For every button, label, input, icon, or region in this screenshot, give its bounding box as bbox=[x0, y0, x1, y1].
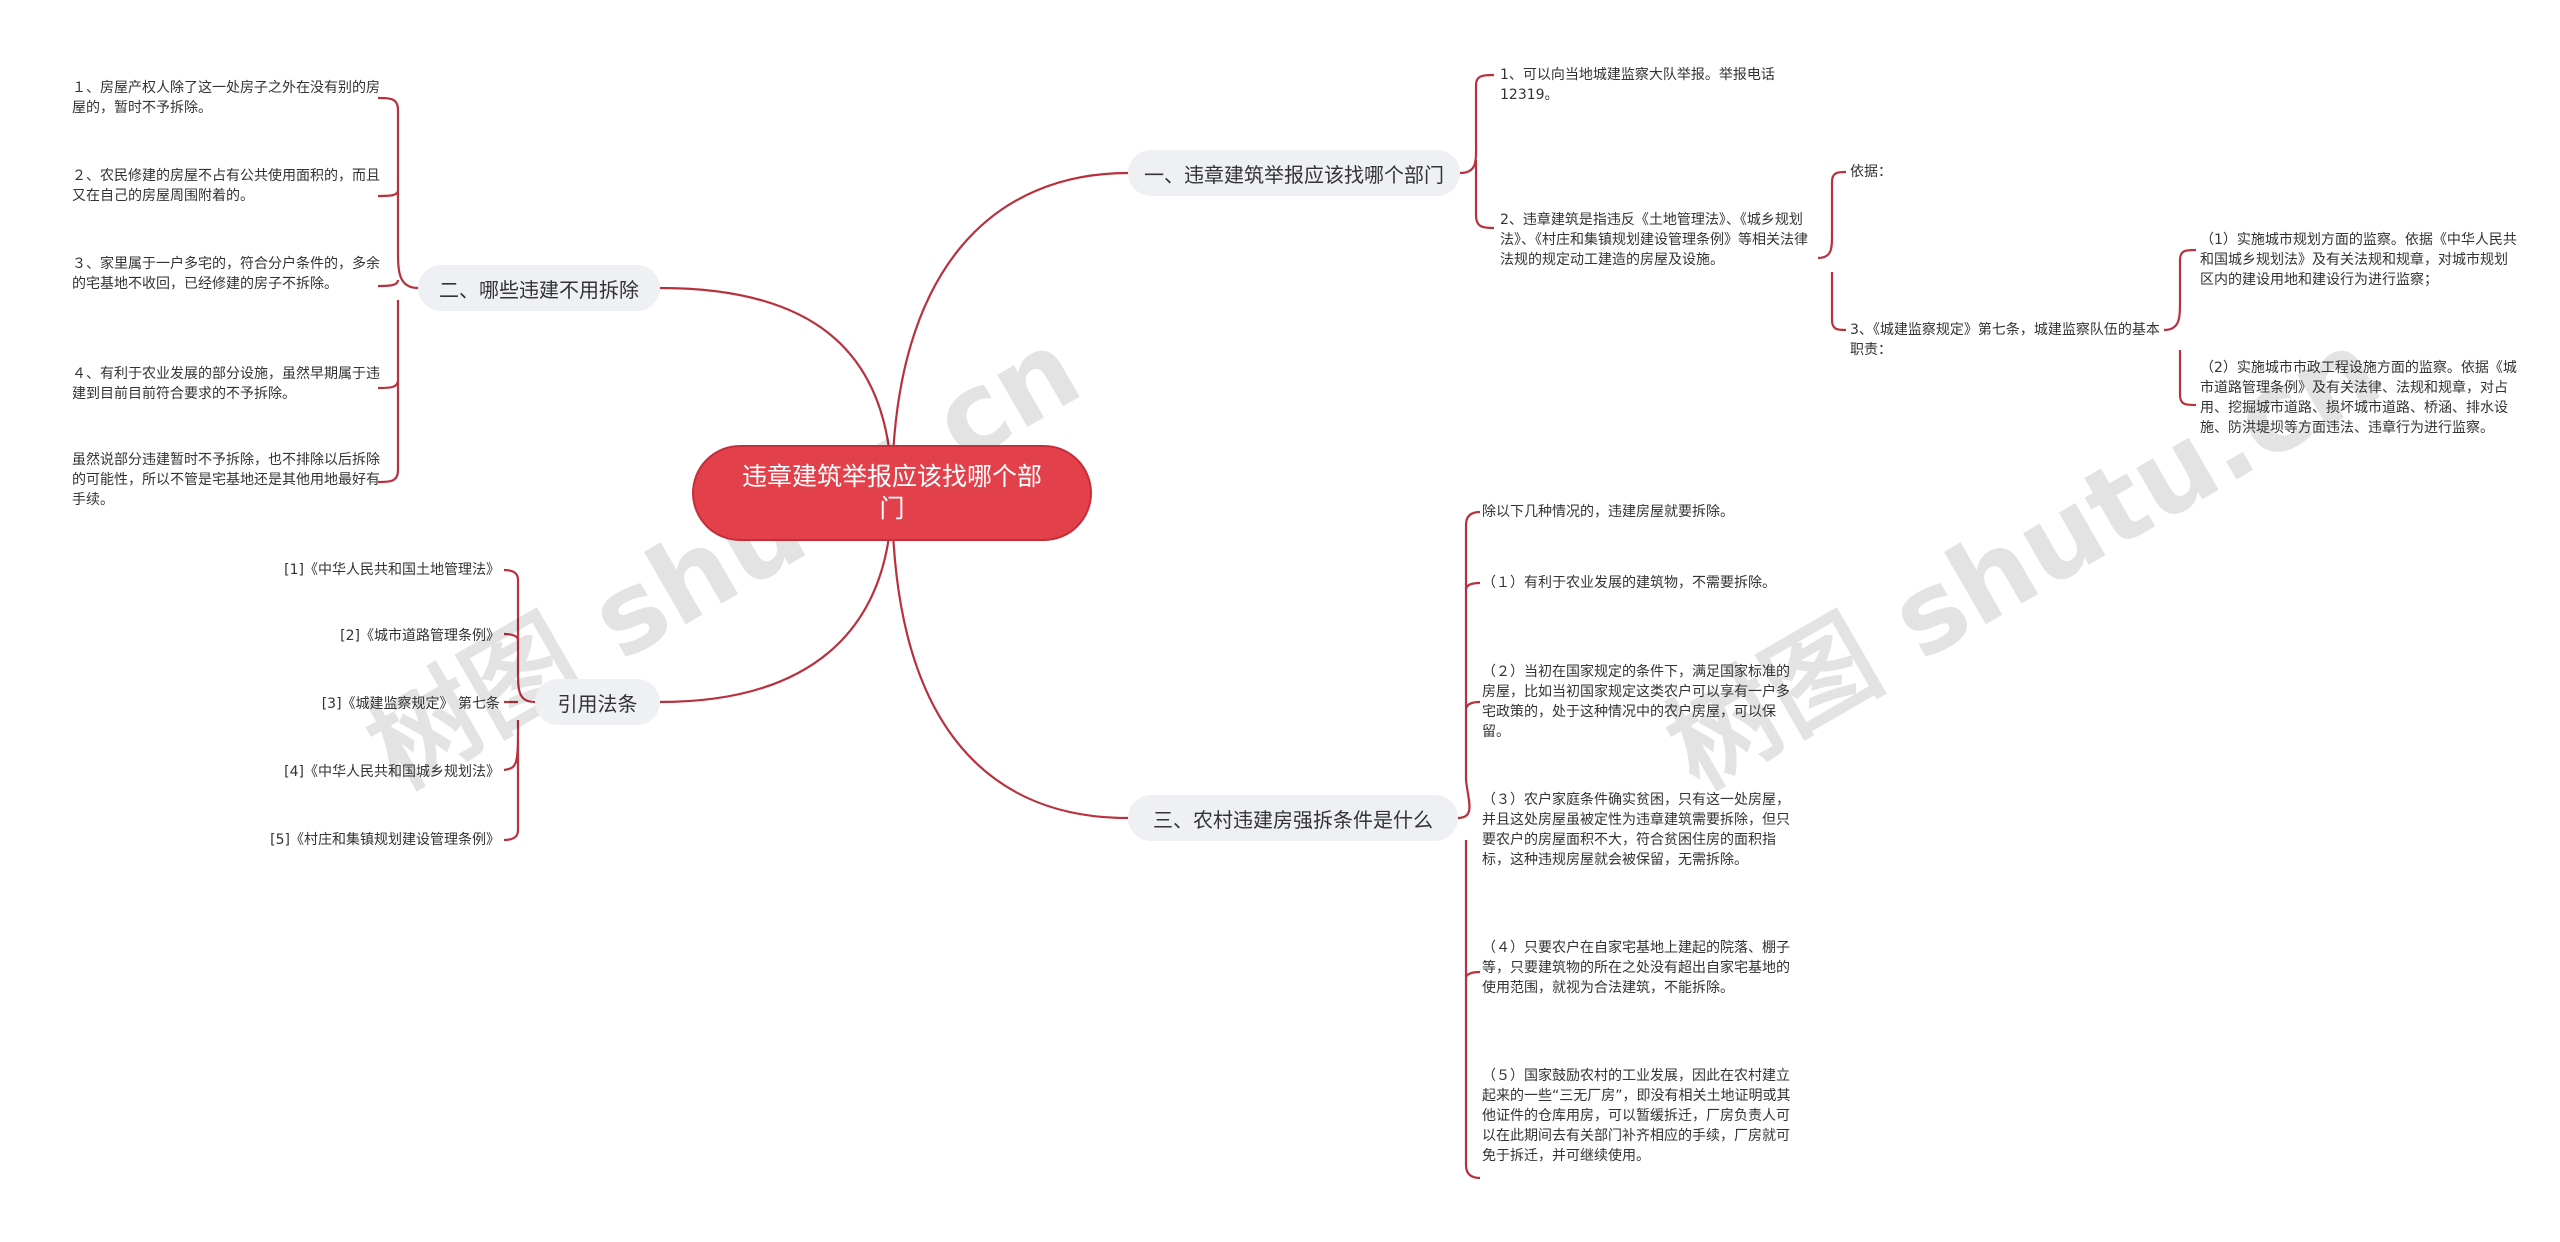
b4-item-5[interactable]: [5]《村庄和集镇规划建设管理条例》 bbox=[270, 832, 500, 848]
branch-3-topic[interactable]: 三、农村违建房强拆条件是什么 bbox=[1128, 795, 1458, 841]
branch-4-topic[interactable]: 引用法条 bbox=[535, 679, 660, 725]
b2-item-4[interactable]: ４、有利于农业发展的部分设施，虽然早期属于违建到目前目前符合要求的不予拆除。 bbox=[72, 366, 380, 402]
b1-item-3[interactable]: 3、《城建监察规定》第七条，城建监察队伍的基本职责： bbox=[1850, 322, 2160, 358]
link-root-b3 bbox=[890, 492, 1129, 820]
root-topic[interactable]: 违章建筑举报应该找哪个部门 bbox=[692, 445, 1092, 541]
b2-item-3[interactable]: ３、家里属于一户多宅的，符合分户条件的，多余的宅基地不收回，已经修建的房子不拆除… bbox=[72, 256, 380, 292]
b4-item-4[interactable]: [4]《中华人民共和国城乡规划法》 bbox=[284, 764, 500, 780]
b4-item-2[interactable]: [2]《城市道路管理条例》 bbox=[340, 628, 500, 644]
b4-item-1[interactable]: [1]《中华人民共和国土地管理法》 bbox=[284, 562, 500, 578]
b3-item-0[interactable]: 除以下几种情况的，违建房屋就要拆除。 bbox=[1482, 504, 1734, 520]
b1-basis[interactable]: 依据： bbox=[1850, 164, 1892, 180]
b3-item-1[interactable]: （１）有利于农业发展的建筑物，不需要拆除。 bbox=[1482, 575, 1776, 591]
link-root-b1 bbox=[890, 171, 1129, 494]
b3-item-3[interactable]: （３）农户家庭条件确实贫困，只有这一处房屋，并且这处房屋虽被定性为违章建筑需要拆… bbox=[1482, 792, 1790, 868]
link-duty-bracket bbox=[2163, 248, 2197, 407]
b4-item-3[interactable]: [3]《城建监察规定》 第七条 bbox=[321, 696, 500, 712]
link-b3-bracket bbox=[1457, 510, 1481, 1180]
branch-2-topic[interactable]: 二、哪些违建不用拆除 bbox=[418, 265, 660, 311]
link-root-b4 bbox=[659, 492, 894, 704]
b1-duty-2[interactable]: （2）实施城市市政工程设施方面的监察。依据《城市道路管理条例》及有关法律、法规和… bbox=[2200, 360, 2517, 436]
b1-item-1[interactable]: 1、可以向当地城建监察大队举报。举报电话12319。 bbox=[1500, 67, 1775, 103]
b3-item-5[interactable]: （５）国家鼓励农村的工业发展，因此在农村建立起来的一些“三无厂房”，即没有相关土… bbox=[1482, 1068, 1791, 1164]
link-root-b2 bbox=[659, 286, 894, 494]
b3-item-4[interactable]: （４）只要农户在自家宅基地上建起的院落、棚子等，只要建筑物的所在之处没有超出自家… bbox=[1482, 940, 1790, 996]
b1-duty-1[interactable]: （1）实施城市规划方面的监察。依据《中华人民共和国城乡规划法》及有关法规和规章，… bbox=[2200, 232, 2517, 288]
b2-item-1[interactable]: １、房屋产权人除了这一处房子之外在没有别的房屋的，暂时不予拆除。 bbox=[72, 80, 380, 116]
link-b1-bracket bbox=[1459, 73, 1495, 230]
branch-1-topic[interactable]: 一、违章建筑举报应该找哪个部门 bbox=[1128, 150, 1460, 196]
b2-item-5[interactable]: 虽然说部分违建暂时不予拆除，也不排除以后拆除的可能性，所以不管是宅基地还是其他用… bbox=[72, 452, 380, 508]
b2-item-2[interactable]: ２、农民修建的房屋不占有公共使用面积的，而且又在自己的房屋周围附着的。 bbox=[72, 168, 380, 204]
b3-item-2[interactable]: （２）当初在国家规定的条件下，满足国家标准的房屋，比如当初国家规定这类农户可以享… bbox=[1482, 664, 1790, 740]
b1-item-2[interactable]: 2、违章建筑是指违反《土地管理法》、《城乡规划法》、《村庄和集镇规划建设管理条例… bbox=[1500, 212, 1808, 268]
root-topic-label: 违章建筑举报应该找哪个部门 bbox=[741, 462, 1042, 523]
link-b2-bracket bbox=[377, 96, 419, 484]
link-b4-bracket bbox=[503, 568, 536, 842]
link-b1-sub-bracket bbox=[1817, 170, 1847, 332]
